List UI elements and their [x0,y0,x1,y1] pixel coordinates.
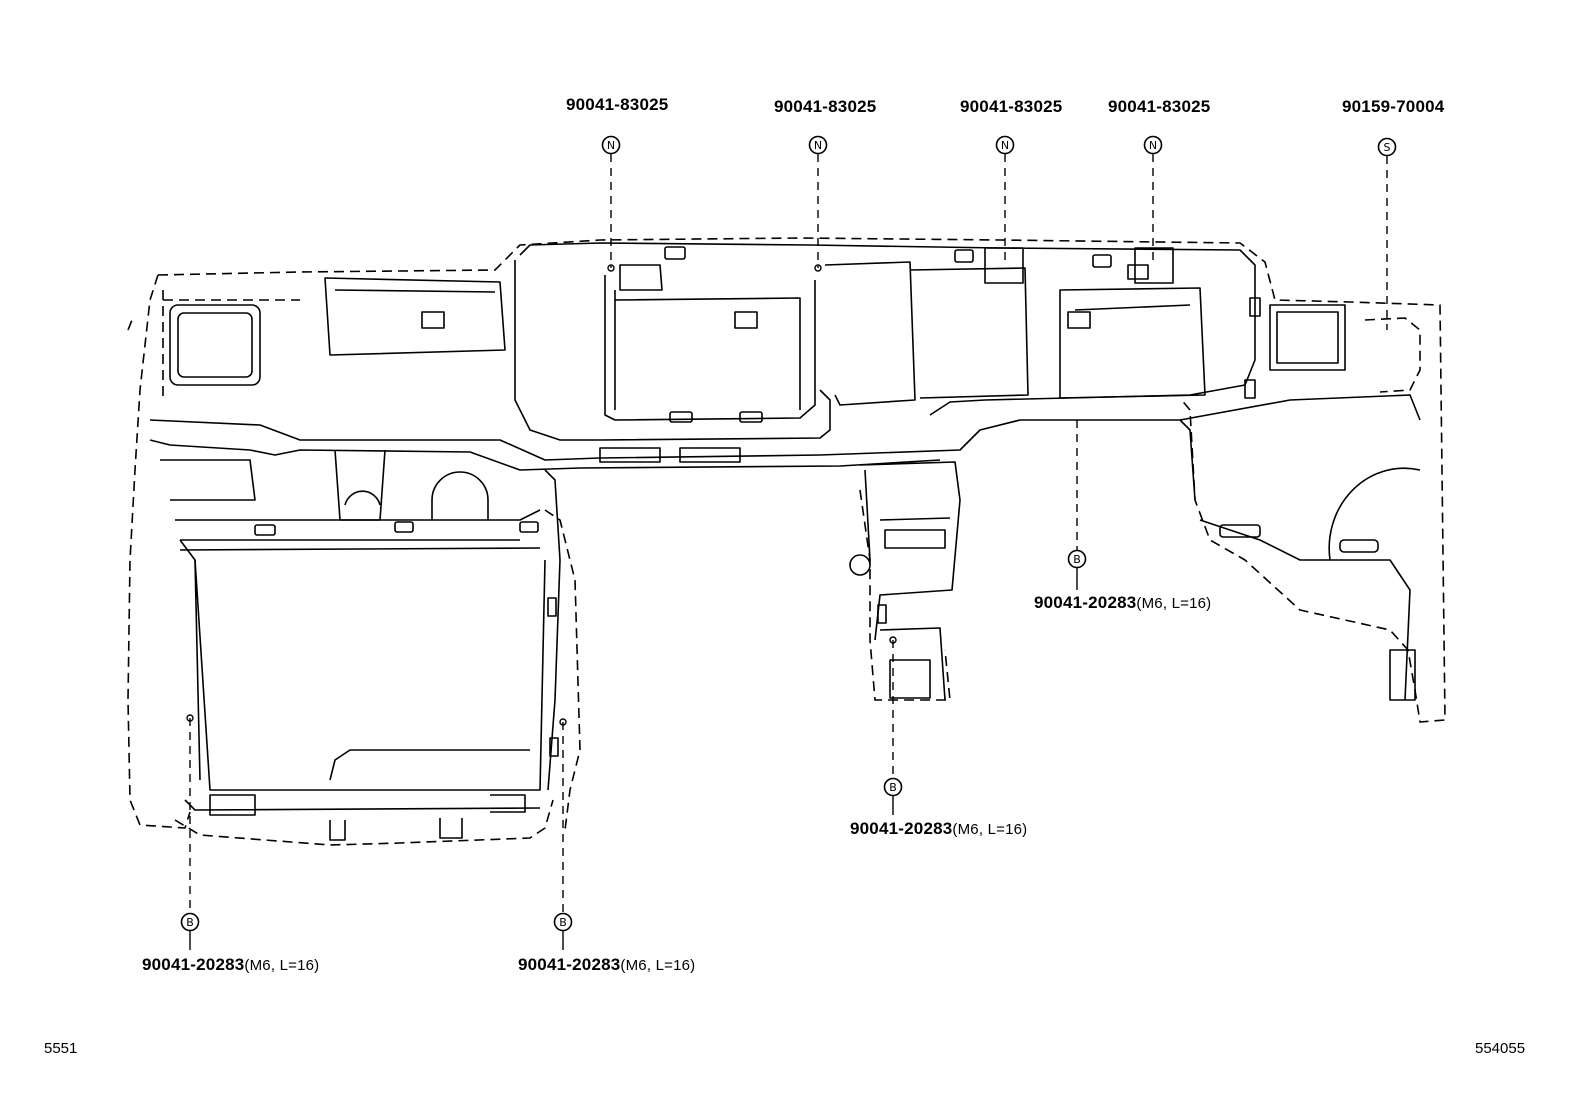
part-number-label: 90041-83025 [1108,98,1210,115]
svg-text:B: B [889,781,897,794]
callout-symbol-n-1: N [601,135,621,155]
part-number: 90041-20283 [850,819,953,838]
panel-phantom-outline [127,237,1446,846]
svg-text:B: B [1073,553,1081,566]
svg-text:B: B [559,916,567,929]
part-spec: (M6, L=16) [1136,595,1212,612]
page-reference-number: 5551 [44,1040,78,1057]
part-number-label: 90041-83025 [566,96,668,113]
svg-text:N: N [1001,139,1009,152]
svg-text:N: N [814,139,822,152]
callout-symbol-s-1: S [1377,137,1397,157]
part-number-label: 90159-70004 [1342,98,1444,115]
part-number-label: 90041-20283(M6, L=16) [142,956,319,973]
callout-symbol-n-3: N [995,135,1015,155]
callout-leader-stubs [186,264,1078,950]
figure-id-number: 554055 [1475,1040,1526,1057]
part-number-label: 90041-20283(M6, L=16) [850,820,1027,837]
part-number-label: 90041-20283(M6, L=16) [1034,594,1211,611]
svg-text:B: B [186,916,194,929]
part-spec: (M6, L=16) [952,821,1028,838]
svg-text:S: S [1384,141,1391,154]
part-number-label: 90041-83025 [960,98,1062,115]
callout-leaders [189,154,1388,913]
panel-reinforcement-solid [149,242,1421,841]
callout-symbol-b-1: B [1067,549,1087,569]
svg-text:N: N [607,139,615,152]
part-number: 90041-83025 [566,95,669,114]
part-number: 90041-83025 [774,97,877,116]
part-number: 90041-83025 [960,97,1063,116]
part-number-label: 90041-83025 [774,98,876,115]
callout-symbol-b-3: B [180,912,200,932]
part-number: 90041-83025 [1108,97,1211,116]
part-number-label: 90041-20283(M6, L=16) [518,956,695,973]
part-number: 90159-70004 [1342,97,1445,116]
part-spec: (M6, L=16) [620,957,696,974]
callout-symbol-n-2: N [808,135,828,155]
callout-symbol-b-4: B [553,912,573,932]
callout-symbol-n-4: N [1143,135,1163,155]
part-number: 90041-20283 [1034,593,1137,612]
part-number: 90041-20283 [142,955,245,974]
callout-symbol-b-2: B [883,777,903,797]
part-number: 90041-20283 [518,955,621,974]
part-spec: (M6, L=16) [244,957,320,974]
svg-text:N: N [1149,139,1157,152]
